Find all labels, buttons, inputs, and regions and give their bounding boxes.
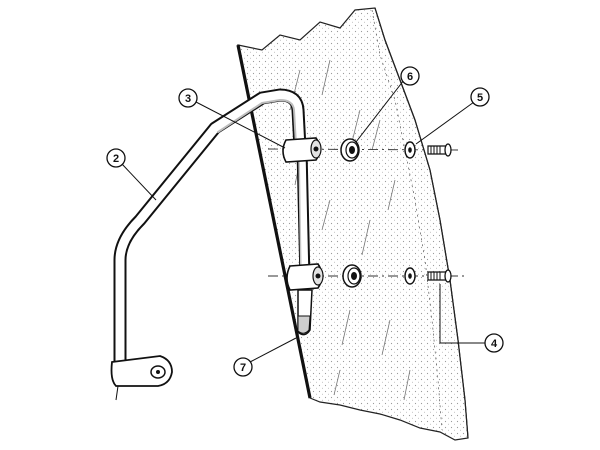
callout-3: 3 — [178, 88, 198, 108]
callout-3-label: 3 — [185, 93, 191, 105]
upper-bracket — [282, 137, 322, 163]
screw-upper — [427, 143, 452, 157]
washer-upper — [404, 141, 416, 159]
leader-lines — [121, 79, 485, 363]
callout-4-label: 4 — [491, 338, 498, 350]
grab-handle — [113, 88, 311, 382]
callout-2-label: 2 — [113, 153, 119, 165]
handle-eye-end — [110, 355, 173, 401]
callout-7: 7 — [233, 357, 253, 377]
callout-6: 6 — [400, 66, 420, 86]
lower-stub-end — [297, 289, 313, 336]
callout-5-label: 5 — [477, 92, 483, 104]
grommet-upper — [340, 138, 360, 162]
callout-7-label: 7 — [240, 362, 246, 374]
windshield-panel — [236, 7, 469, 441]
callout-4: 4 — [484, 333, 504, 353]
washer-lower — [404, 267, 416, 285]
lower-bracket — [286, 263, 324, 291]
screw-lower — [427, 269, 452, 283]
callout-6-label: 6 — [407, 71, 413, 83]
callout-5: 5 — [470, 87, 490, 107]
grommet-lower — [342, 264, 362, 288]
callout-2: 2 — [106, 148, 126, 168]
